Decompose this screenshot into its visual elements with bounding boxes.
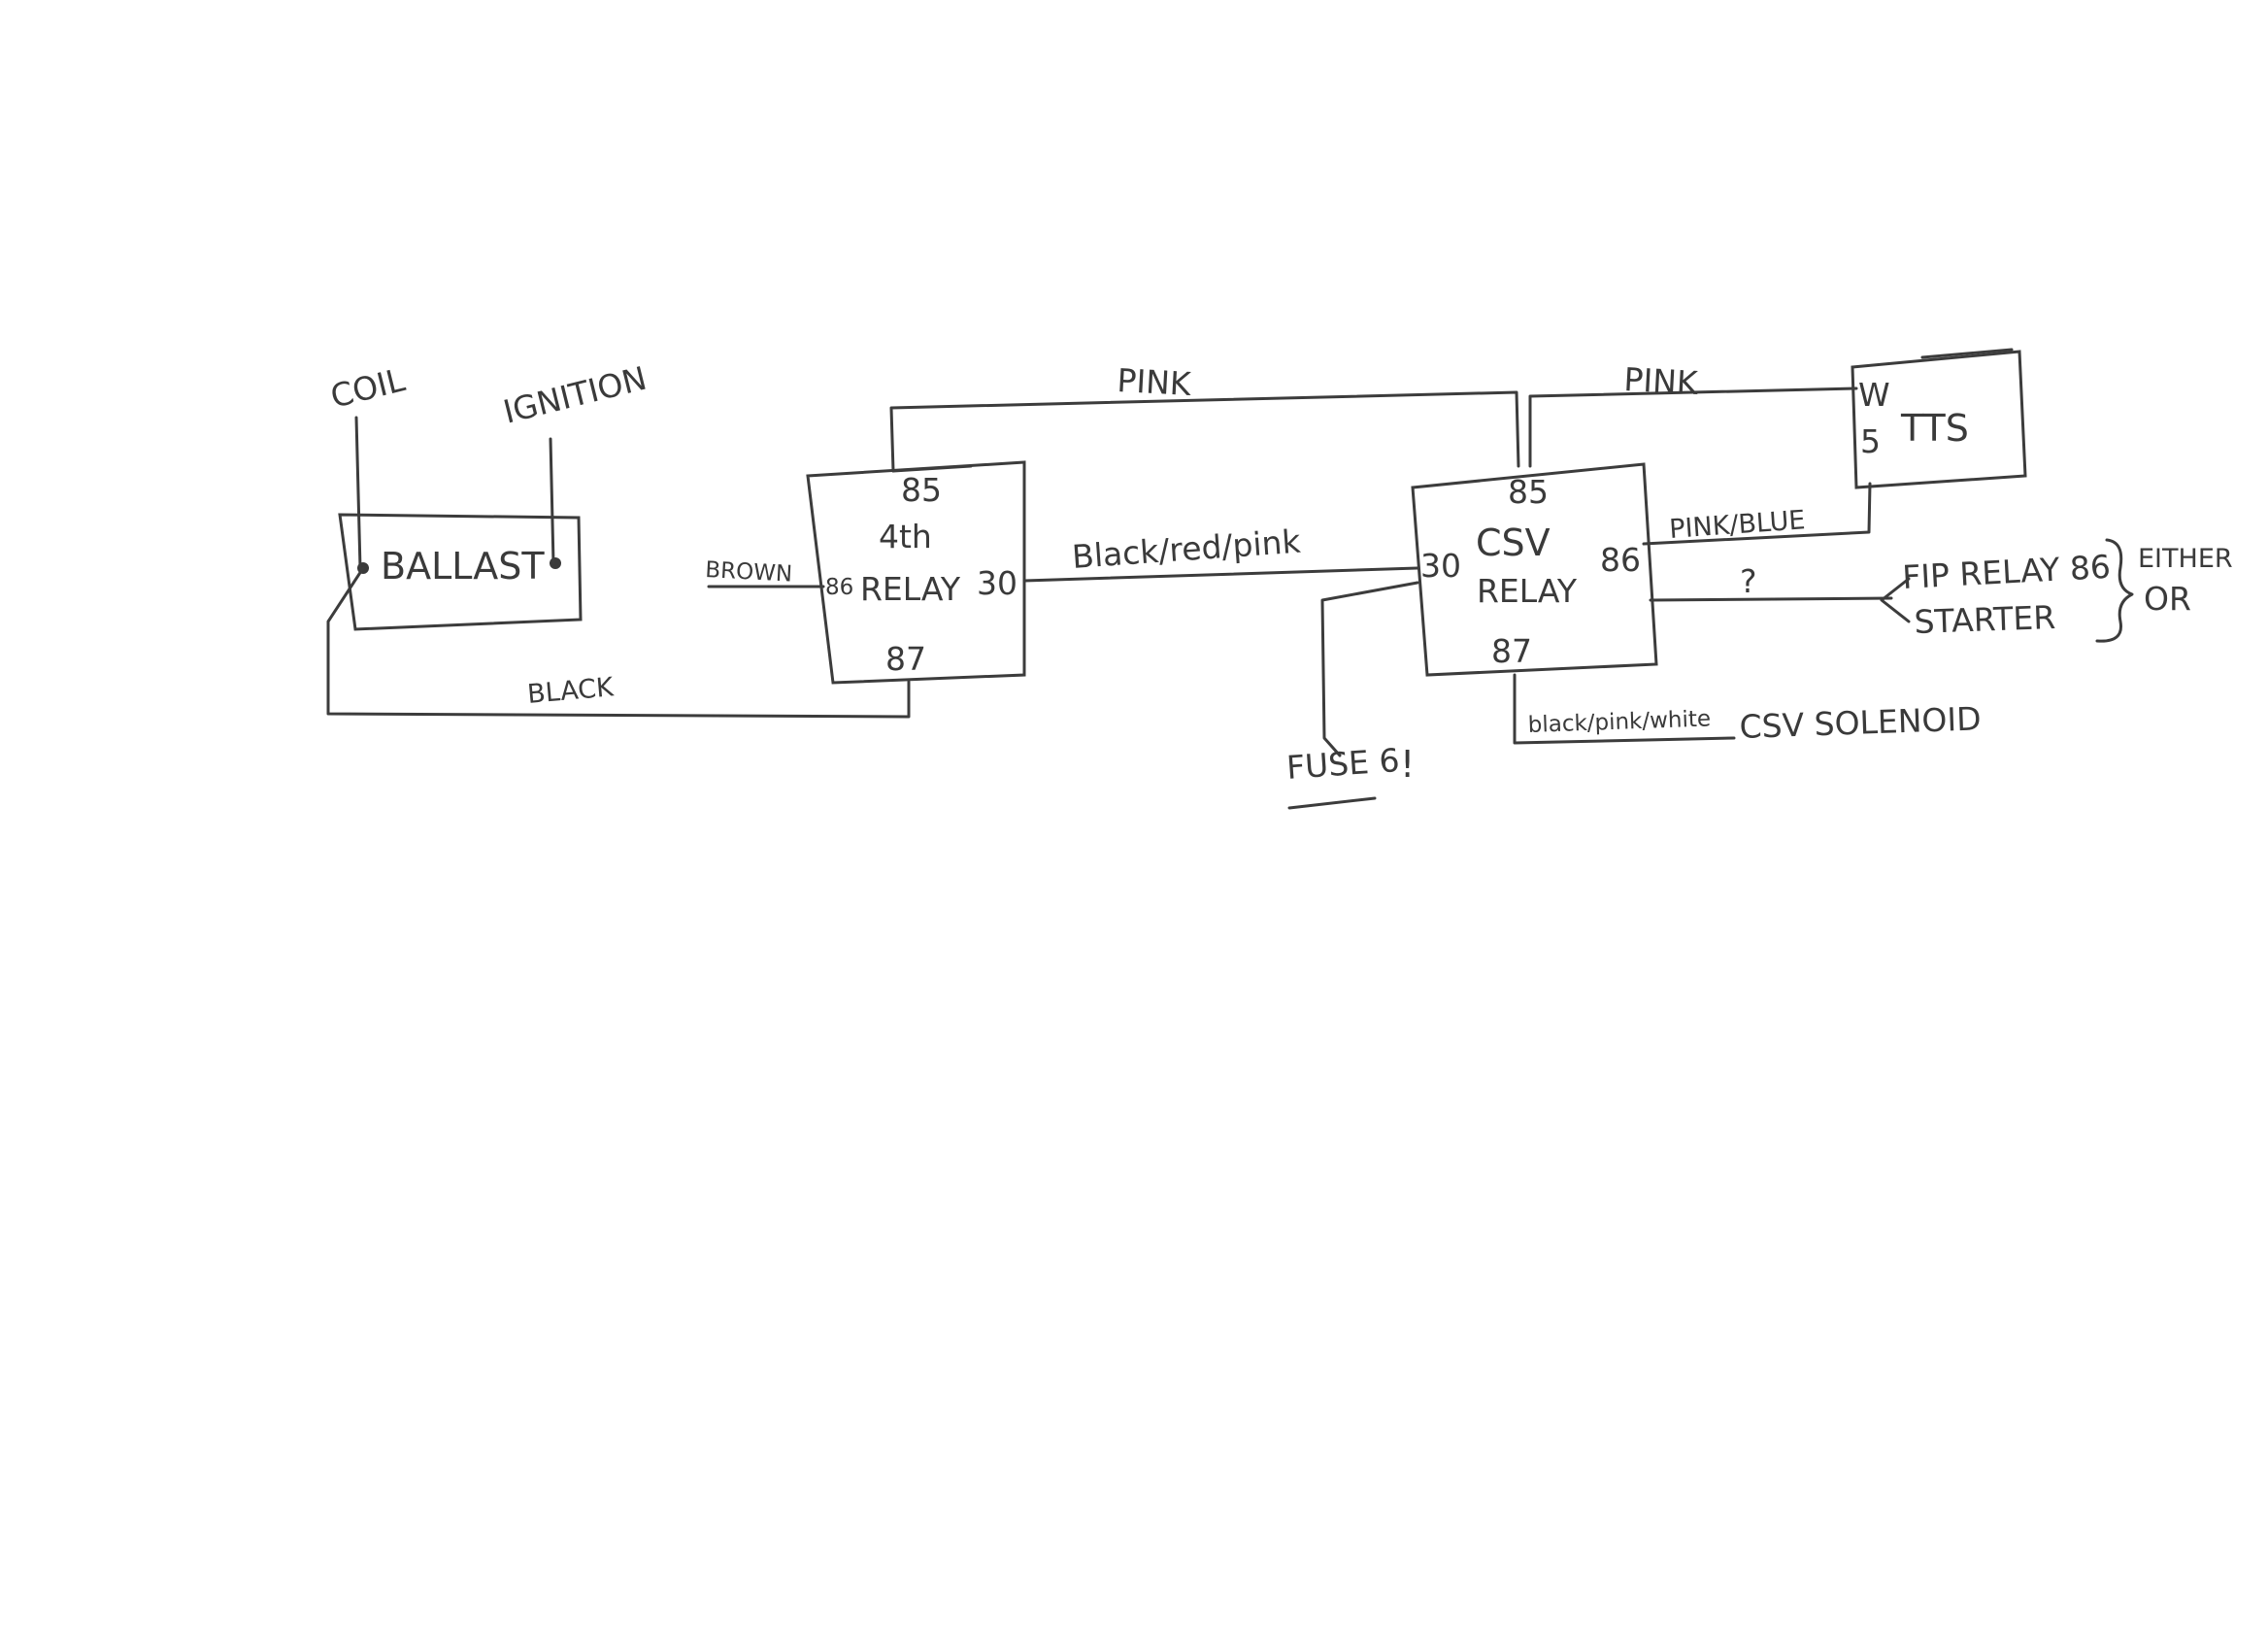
or-label: OR: [2144, 580, 2191, 618]
tts-component: W 5 TTS: [1851, 348, 2027, 489]
relay4-pin85-mark: [891, 464, 973, 473]
csv-relay-box: [1411, 462, 1658, 677]
tts-top-mark: [1920, 348, 2014, 359]
black-red-pink-wire: [1022, 566, 1419, 583]
either-or-chevron: [1880, 577, 1911, 623]
relay4-pin87: 87: [885, 640, 926, 678]
question-wire: [1649, 596, 1893, 602]
ignition-wire: [549, 437, 555, 565]
pink-wire-tts: [1528, 387, 1858, 468]
starter-label: STARTER: [1914, 598, 2056, 641]
tts-box: [1851, 350, 2027, 489]
relay4-component: 85 4th RELAY 86 30 87: [806, 460, 1026, 685]
csv-relay-name-line2: RELAY: [1477, 572, 1578, 610]
fuse6-exclaim: !: [1400, 743, 1415, 786]
tts-pin-w: W: [1858, 376, 1890, 414]
either-or-brace: [2095, 538, 2134, 643]
brown-wire-label: BROWN: [705, 557, 793, 588]
ballast-right-terminal: [550, 557, 561, 569]
csv-solenoid-wire: [1513, 673, 1736, 745]
black-wire: [326, 566, 911, 719]
pink-wire-top-label: PINK: [1117, 361, 1193, 403]
coil-wire: [354, 416, 362, 570]
csv-relay-pin86: 86: [1600, 541, 1641, 579]
relay4-name-line1: 4th: [879, 518, 932, 555]
csv-relay-name-line1: CSV: [1476, 521, 1551, 564]
fuse6-wire: [1320, 581, 1419, 757]
fuse6-underline: [1287, 796, 1377, 810]
black-pink-white-label: black/pink/white: [1527, 706, 1711, 738]
relay4-pin85: 85: [901, 471, 942, 509]
pink-wire-top: [889, 390, 1520, 473]
csv-relay-pin30: 30: [1420, 547, 1461, 585]
ballast-component: BALLAST: [338, 513, 583, 631]
coil-label: COIL: [327, 360, 410, 416]
black-wire-label: BLACK: [526, 672, 616, 710]
csv-solenoid-label: CSV SOLENOID: [1739, 699, 1982, 746]
pink-blue-wire: [1642, 482, 1872, 546]
relay4-name-line2: RELAY: [860, 570, 961, 608]
black-red-pink-label: Black/red/pink: [1071, 522, 1303, 576]
fip-relay-label: FIP RELAY 86: [1901, 548, 2111, 596]
relay4-pin30: 30: [977, 564, 1017, 602]
ignition-label: IGNITION: [500, 359, 650, 431]
csv-relay-pin85: 85: [1508, 473, 1549, 511]
pink-wire-tts-label: PINK: [1623, 360, 1700, 402]
csv-relay-component: 85 CSV RELAY 30 86 87: [1411, 462, 1658, 677]
question-label: ?: [1740, 562, 1757, 600]
csv-relay-pin87: 87: [1491, 632, 1532, 670]
tts-label: TTS: [1900, 407, 1969, 450]
relay4-pin86: 86: [825, 575, 853, 600]
ballast-label: BALLAST: [381, 545, 545, 588]
either-label: EITHER: [2138, 544, 2233, 574]
pink-blue-label: PINK/BLUE: [1668, 505, 1806, 545]
ballast-box: [338, 513, 583, 631]
fuse6-label: FUSE 6: [1285, 741, 1401, 787]
tts-pin-5: 5: [1860, 422, 1881, 460]
